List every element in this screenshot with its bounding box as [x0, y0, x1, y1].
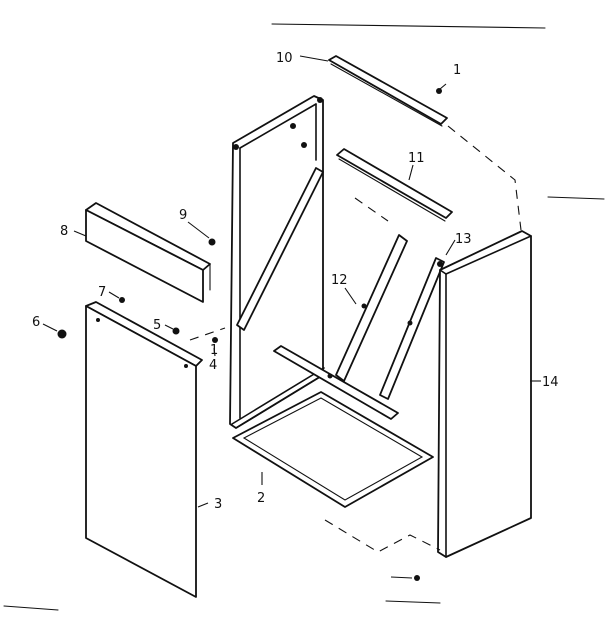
screw-1-left [212, 337, 218, 343]
scan-artifacts [3, 23, 605, 611]
screw-bottom [414, 575, 420, 581]
callout-12: 12 [331, 273, 348, 288]
callout-9: 9 [179, 208, 187, 223]
screw-5 [172, 327, 180, 335]
callout-1-top: 1 [453, 63, 461, 78]
part-8-top-front-panel [85, 202, 211, 303]
callout-13: 13 [455, 232, 472, 247]
part-10-top-rail [328, 55, 448, 127]
callout-10: 10 [276, 51, 293, 66]
screw-1-top [436, 88, 442, 94]
callout-2: 2 [257, 491, 265, 506]
callout-labels: 1 10 11 9 8 13 12 7 6 5 1 4 14 2 3 [32, 51, 559, 512]
part-14-right-panel [437, 230, 532, 558]
part-3-front-panel [85, 301, 203, 598]
part-12-support-brace [335, 234, 408, 382]
main-frame [229, 95, 325, 429]
screw-frame-b [301, 142, 307, 148]
callout-14: 14 [542, 375, 559, 390]
callout-1-left: 1 [210, 343, 218, 358]
callout-3: 3 [214, 497, 222, 512]
part-11-rear-rail [336, 148, 453, 222]
callout-4: 4 [209, 358, 217, 373]
hardware-screws [57, 88, 442, 581]
screw-frame-a [290, 123, 296, 129]
screw-9 [208, 238, 216, 246]
callout-11: 11 [408, 151, 425, 166]
callout-6: 6 [32, 315, 40, 330]
screw-6 [57, 329, 67, 339]
leader-lines [42, 55, 541, 508]
alignment-lines [189, 125, 522, 579]
part-13-upright-brace [379, 257, 445, 400]
callout-7: 7 [98, 285, 106, 300]
callout-5: 5 [153, 318, 161, 333]
callout-8: 8 [60, 224, 68, 239]
crossbar [273, 345, 399, 420]
part-2-base-pan [232, 391, 434, 508]
screw-7 [119, 297, 125, 303]
